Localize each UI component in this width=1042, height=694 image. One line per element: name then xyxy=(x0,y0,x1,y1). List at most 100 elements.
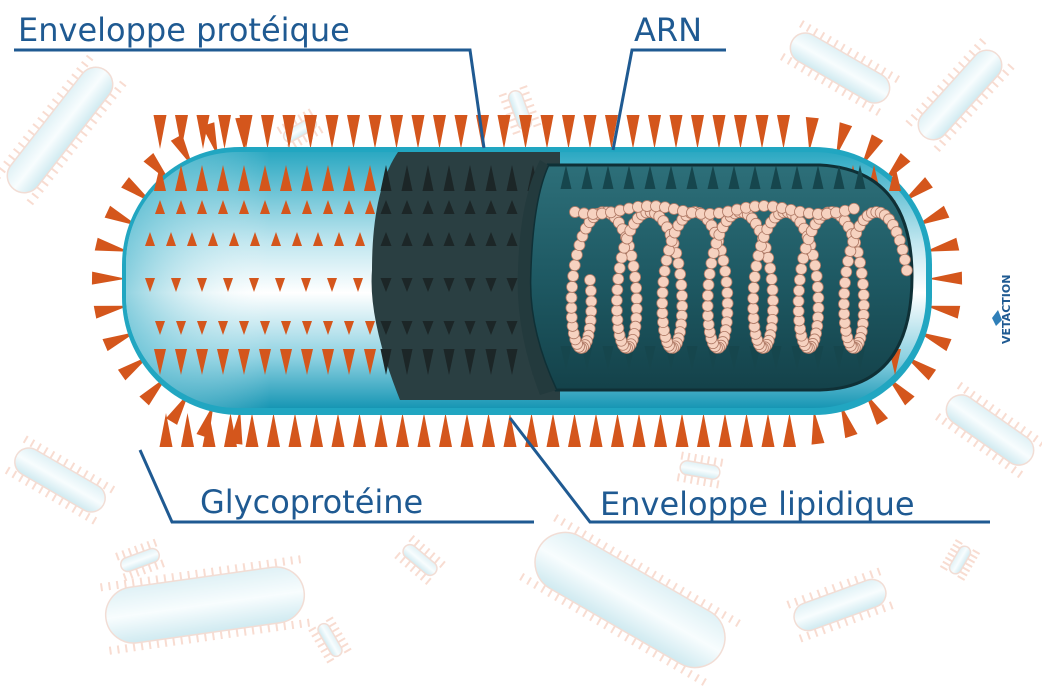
rna-bead xyxy=(613,262,626,275)
rna-bead xyxy=(660,254,673,267)
surface-spike xyxy=(313,232,323,246)
rna-bead xyxy=(717,254,730,267)
background-spike xyxy=(49,450,56,459)
background-spike xyxy=(42,110,50,118)
surface-spike xyxy=(175,349,187,375)
surface-spike xyxy=(353,278,363,292)
background-spike xyxy=(526,577,532,585)
spike xyxy=(654,413,667,447)
background-spike xyxy=(970,104,978,112)
protein-spike xyxy=(422,278,434,292)
background-spike xyxy=(302,134,308,143)
spike xyxy=(611,413,624,447)
background-spike xyxy=(994,408,1001,417)
capsid-spike xyxy=(791,165,803,189)
spike xyxy=(229,410,243,445)
background-spike xyxy=(29,439,36,448)
surface-spike xyxy=(365,321,375,335)
background-spike xyxy=(972,439,980,448)
spike xyxy=(261,115,274,149)
background-spike xyxy=(975,98,984,106)
background-spike xyxy=(91,516,98,525)
background-spike xyxy=(235,628,239,637)
surface-spike xyxy=(208,232,218,246)
background-spike xyxy=(687,452,691,461)
protein-spike xyxy=(506,232,518,246)
background-spike xyxy=(693,594,699,603)
background-spike xyxy=(210,567,214,576)
background-spike xyxy=(624,633,630,642)
background-spike xyxy=(140,642,144,651)
protein-spike xyxy=(380,200,392,214)
surface-spike xyxy=(280,165,292,191)
capsid-spike xyxy=(812,346,824,370)
surface-spike xyxy=(302,321,312,335)
label-protein-envelope: Enveloppe protéique xyxy=(18,11,350,49)
spike xyxy=(353,413,366,447)
background-spike xyxy=(317,642,326,648)
spike xyxy=(632,413,646,447)
rna-bead xyxy=(566,280,578,293)
background-spike xyxy=(582,609,588,618)
protein-spike xyxy=(464,200,476,214)
protein-spike xyxy=(485,278,497,292)
background-spike xyxy=(826,35,832,44)
capsid-spike xyxy=(560,165,572,189)
background-spike xyxy=(931,90,940,98)
background-spike xyxy=(526,103,535,109)
background-spike xyxy=(960,430,967,439)
background-spike xyxy=(964,562,973,568)
capsid-spike xyxy=(665,165,677,189)
surface-spike xyxy=(281,200,291,214)
background-spike xyxy=(957,575,966,581)
background-spike xyxy=(735,619,741,628)
spike xyxy=(411,115,425,149)
spike xyxy=(755,115,769,149)
background-spike xyxy=(58,497,64,506)
surface-spike xyxy=(145,278,155,292)
background-spike xyxy=(188,635,192,644)
background-spike xyxy=(409,564,417,573)
background-spike xyxy=(530,116,539,122)
background-spike xyxy=(956,381,964,390)
background-spike xyxy=(122,573,128,582)
spike xyxy=(91,271,127,285)
spike xyxy=(175,115,188,149)
background-spike xyxy=(428,552,436,560)
spike xyxy=(331,413,345,447)
background-spike xyxy=(561,597,567,606)
background-spike xyxy=(1019,426,1027,434)
protein-spike xyxy=(485,321,497,335)
background-spike xyxy=(962,566,971,573)
background-spike xyxy=(873,63,880,72)
background-spike xyxy=(1013,421,1020,430)
rna-bead xyxy=(750,260,763,273)
background-spike xyxy=(936,84,945,92)
background-spike xyxy=(242,563,246,572)
background-spike xyxy=(146,541,152,550)
background-spike xyxy=(819,31,826,40)
background-spike xyxy=(135,568,140,577)
surface-spike xyxy=(344,200,354,214)
background-spike xyxy=(320,647,329,654)
background-spike xyxy=(834,84,841,93)
background-spike xyxy=(869,570,874,579)
protein-spike xyxy=(380,165,392,191)
rna-bead xyxy=(840,266,853,278)
rna-bead xyxy=(565,301,578,314)
background-spike xyxy=(148,640,152,650)
background-spike xyxy=(66,79,74,87)
surface-spike xyxy=(238,165,250,191)
background-spike xyxy=(854,96,861,105)
background-spike xyxy=(424,577,432,585)
background-spike xyxy=(299,619,303,628)
background-spike xyxy=(423,547,431,556)
background-spike xyxy=(340,642,349,649)
rna-bead xyxy=(747,281,760,294)
leader-line-glycoprotein xyxy=(138,449,534,524)
spike xyxy=(675,413,689,447)
background-spike xyxy=(798,634,804,643)
background-spike xyxy=(439,560,446,569)
spike xyxy=(94,237,130,252)
background-spike xyxy=(298,555,302,564)
